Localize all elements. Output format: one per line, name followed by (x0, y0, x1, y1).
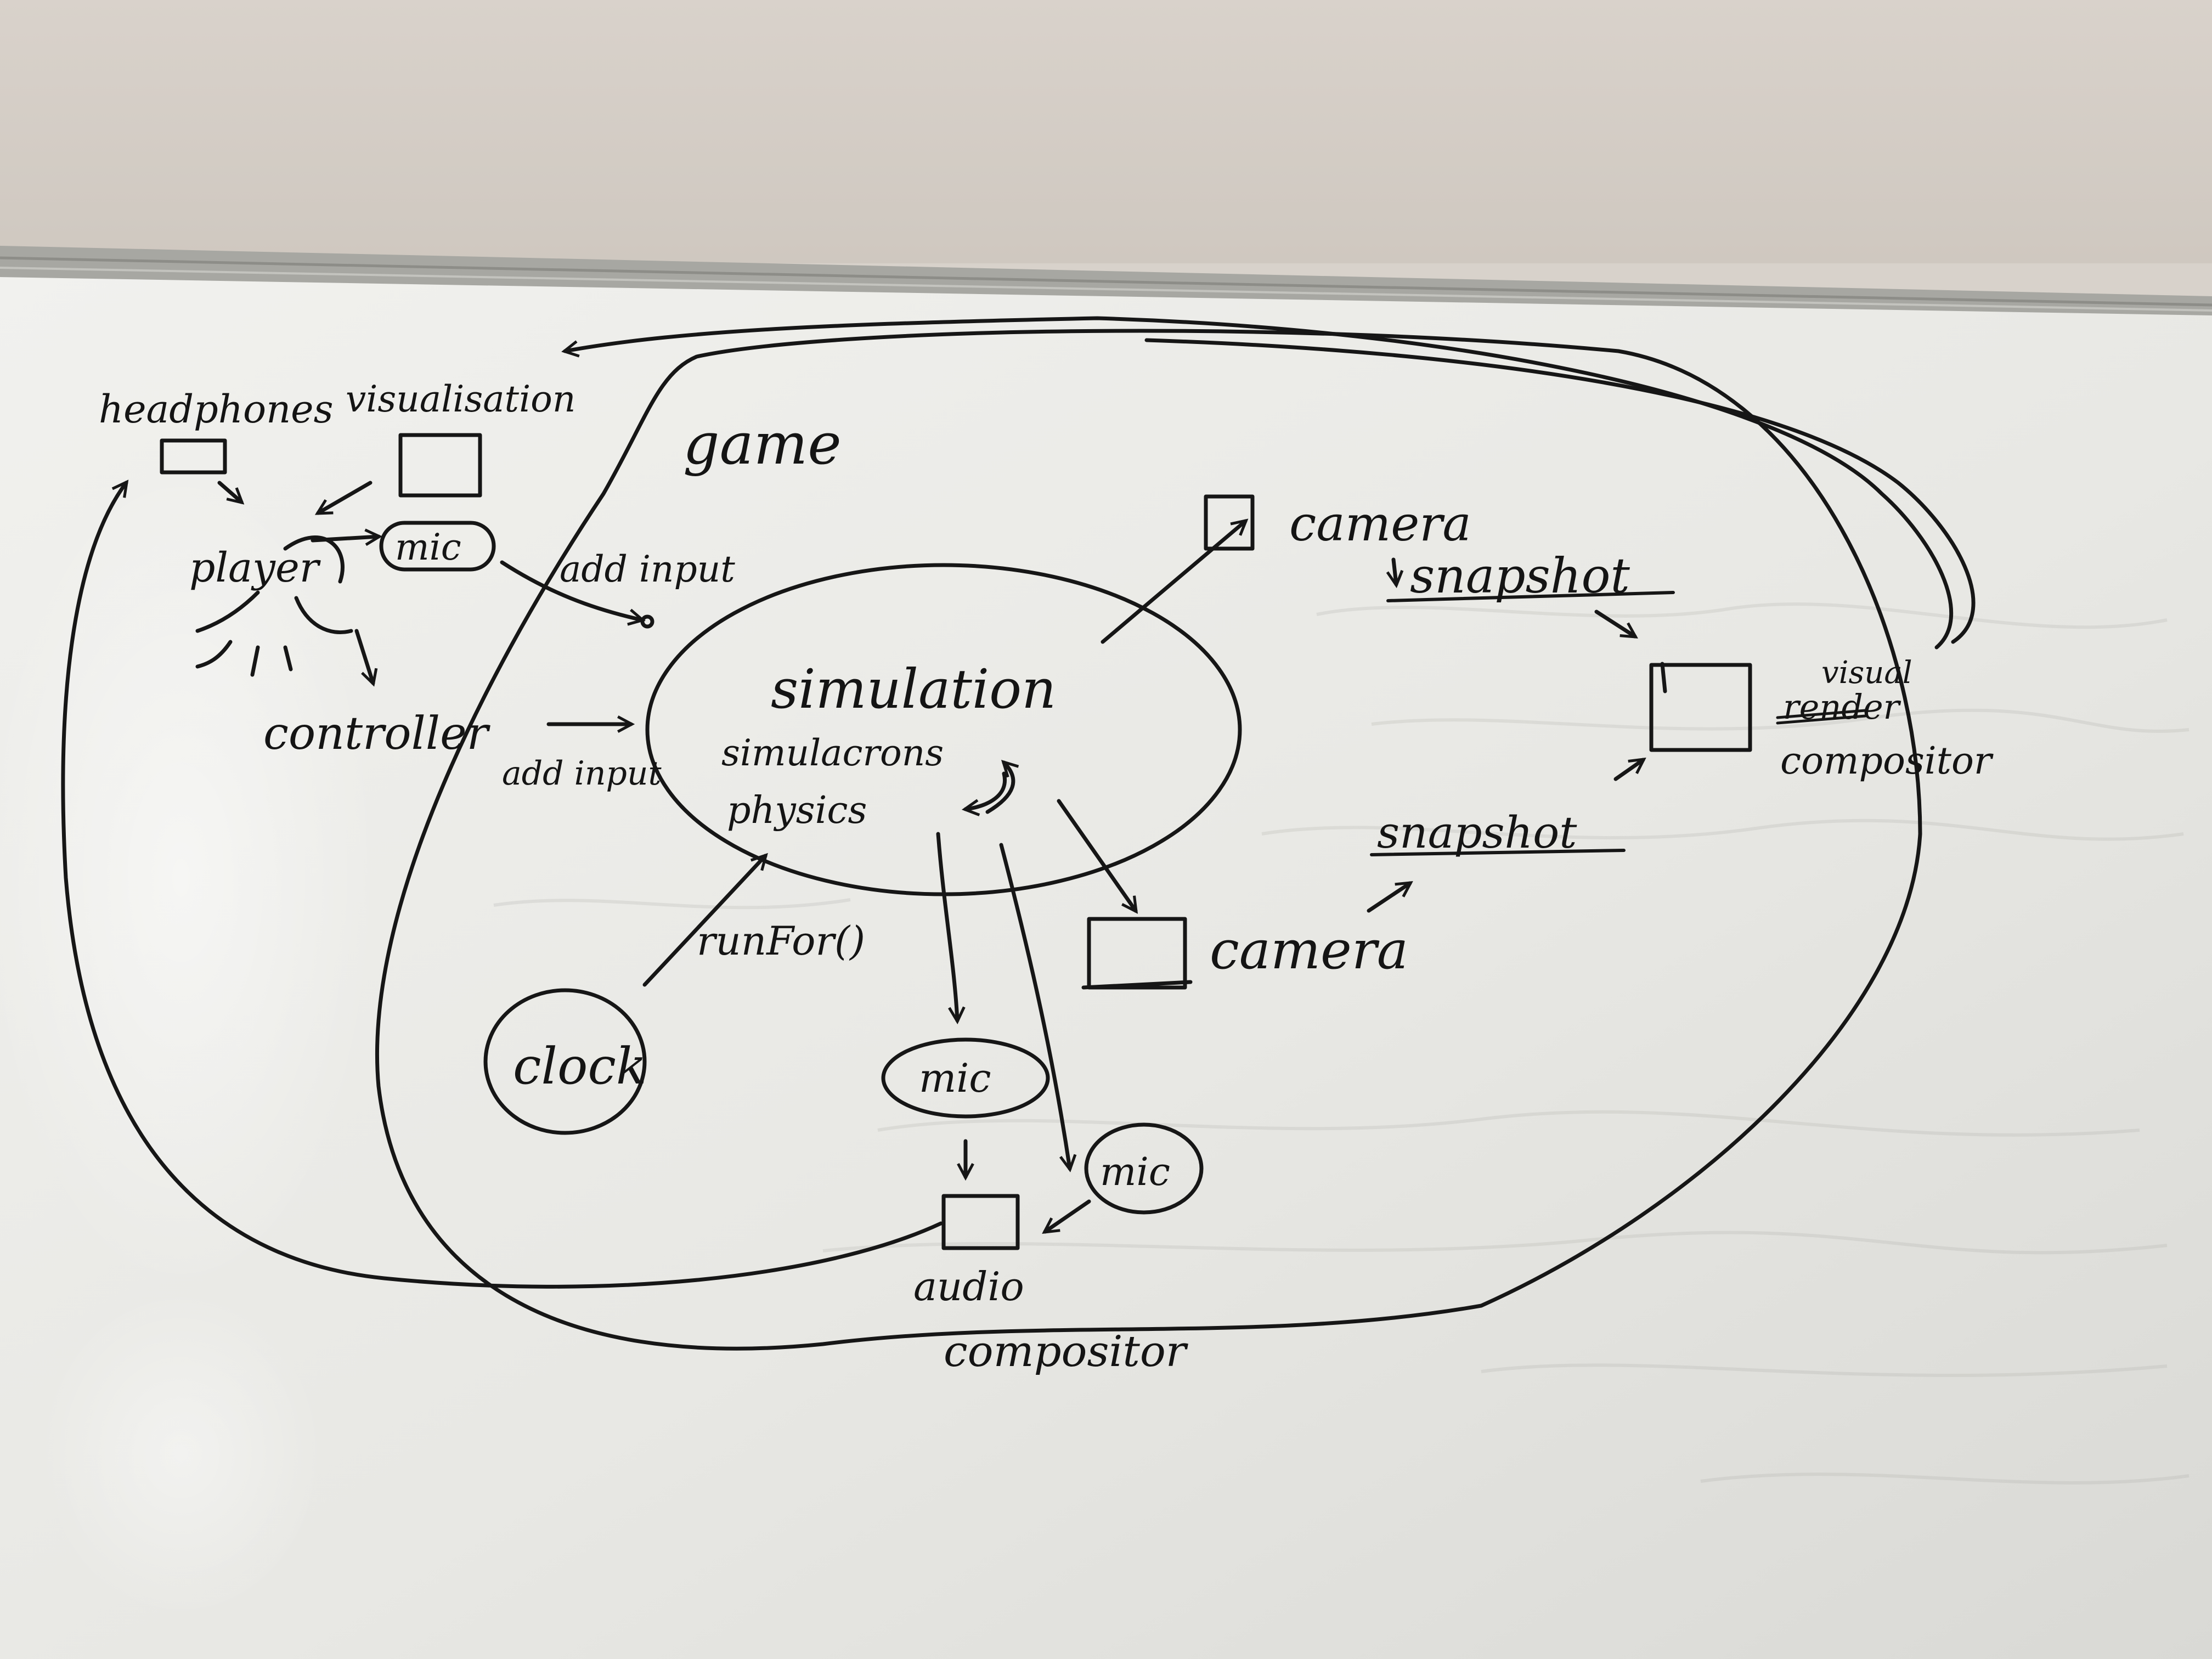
clock-circle (483, 988, 647, 1135)
visual-compositor-box (1649, 663, 1752, 752)
whiteboard-surface (0, 274, 2212, 1659)
audio-feedback-loop (61, 483, 943, 1289)
label-compositor-visual: compositor (1780, 740, 1994, 783)
visual-feedback-loop (565, 316, 1954, 650)
mic-center (881, 1037, 1050, 1119)
label-snapshot-top: snapshot (1410, 548, 1630, 604)
label-audio: audio (913, 1263, 1024, 1310)
label-add-input-left: add input (502, 754, 662, 793)
erased-residue (493, 602, 2190, 1485)
label-add-input-top: add input (560, 548, 735, 590)
label-visualisation: visualisation (346, 378, 575, 420)
label-camera-top: camera (1289, 495, 1471, 552)
label-mic-player: mic (395, 526, 461, 568)
label-game: game (683, 410, 842, 477)
light-glare (0, 461, 379, 1295)
label-mic-center: mic (919, 1055, 991, 1101)
camera-top-box (1204, 494, 1255, 551)
label-headphones: headphones (99, 387, 334, 432)
audio-compositor-box (941, 1194, 1020, 1250)
label-mic-right: mic (1100, 1149, 1170, 1194)
diagram-labels: headphones visualisation player mic add … (99, 378, 1994, 1376)
label-simulacrons: simulacrons (721, 732, 944, 774)
camera-mid-box (1087, 917, 1187, 990)
mic-right (1084, 1122, 1204, 1215)
label-visual: visual (1821, 655, 1912, 691)
label-physics: physics (727, 789, 867, 832)
label-clock: clock (513, 1037, 647, 1096)
label-controller: controller (263, 708, 491, 760)
player-figure (195, 535, 353, 677)
player-mic (379, 521, 496, 572)
label-snapshot-mid: snapshot (1377, 807, 1577, 858)
visualisation-box (398, 433, 482, 498)
label-run-for: runFor() (697, 918, 865, 964)
game-boundary (375, 329, 1922, 1351)
label-compositor-audio: compositor (944, 1327, 1189, 1376)
label-player: player (189, 544, 321, 591)
wall (0, 0, 2212, 263)
headphones-box (160, 438, 227, 475)
label-render-struck: render (1783, 687, 1901, 727)
label-simulation: simulation (771, 658, 1056, 721)
label-camera-mid: camera (1210, 919, 1408, 981)
